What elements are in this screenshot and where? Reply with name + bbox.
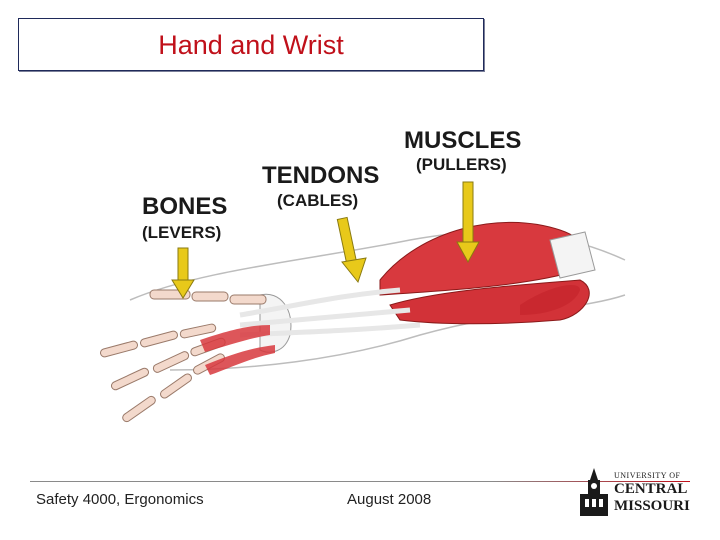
muscles-label: MUSCLES: [404, 129, 521, 153]
tendons-label: TENDONS: [262, 164, 379, 188]
logo-line2: CENTRAL: [614, 482, 687, 497]
bones-label: BONES: [142, 195, 227, 219]
slide-title: Hand and Wrist: [19, 30, 483, 61]
logo-line1: UNIVERSITY OF: [614, 472, 680, 480]
tendons-arrow: [337, 217, 366, 282]
title-box: Hand and Wrist: [18, 18, 484, 71]
muscles-sublabel: (PULLERS): [416, 156, 507, 173]
bones-sublabel: (LEVERS): [142, 224, 221, 241]
logo-line3: MISSOURI: [614, 499, 690, 514]
footer-date: August 2008: [347, 491, 431, 508]
clock-tower-icon: [574, 464, 614, 520]
footer-course: Safety 4000, Ergonomics: [36, 491, 204, 508]
university-logo: UNIVERSITY OF CENTRAL MISSOURI: [574, 464, 696, 520]
tendons-sublabel: (CABLES): [277, 192, 358, 209]
